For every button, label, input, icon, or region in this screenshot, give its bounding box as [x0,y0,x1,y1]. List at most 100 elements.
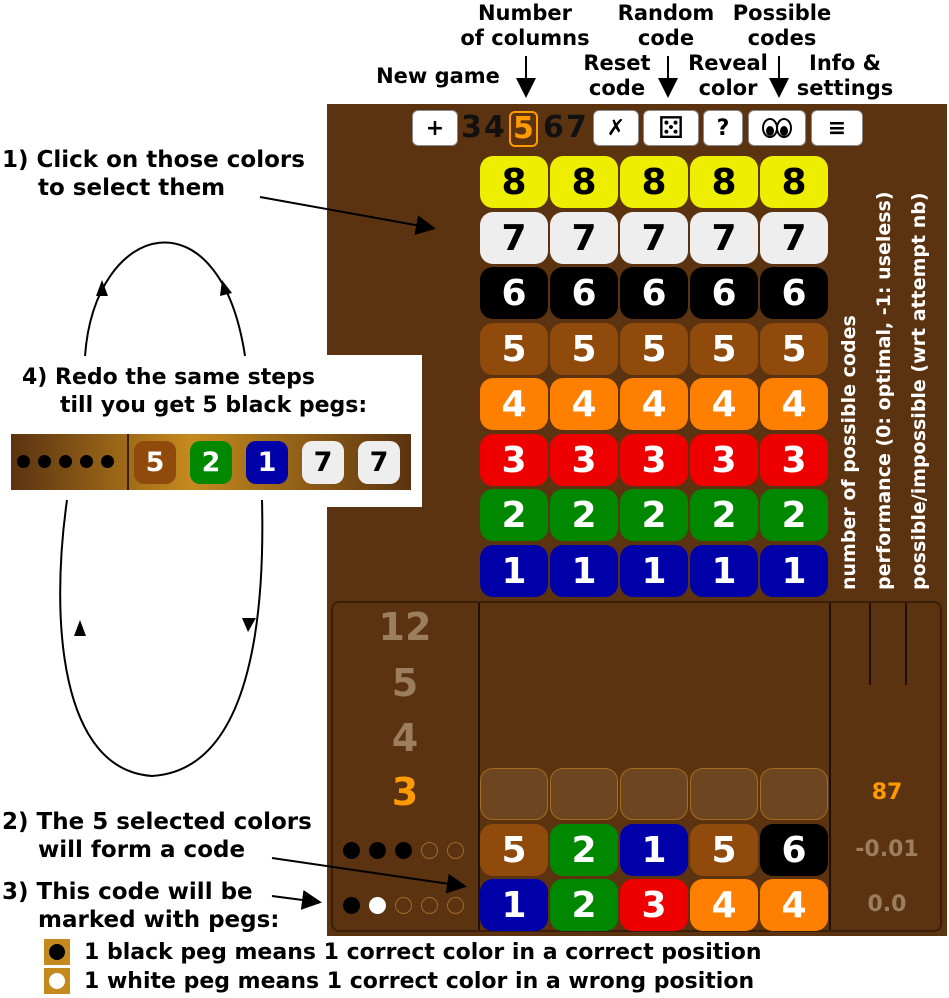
palette-color-2-col-2[interactable]: 2 [550,489,618,541]
current-code-slot-2[interactable] [550,768,618,820]
example-black-peg [80,455,93,468]
current-code-slot-4[interactable] [690,768,758,820]
eyes-icon [762,118,792,138]
column-count-6[interactable]: 6 [543,110,564,145]
palette-color-3-col-3[interactable]: 3 [620,434,688,486]
palette-color-5-col-2[interactable]: 5 [550,323,618,375]
palette-color-7-col-4[interactable]: 7 [690,212,758,264]
empty-peg [421,842,438,859]
black-peg [369,842,386,859]
palette-color-3-col-5[interactable]: 3 [760,434,828,486]
palette-color-2-col-4[interactable]: 2 [690,489,758,541]
indicator-line-perf [869,603,871,685]
current-code-slot-1[interactable] [480,768,548,820]
palette-color-5-col-4[interactable]: 5 [690,323,758,375]
new-game-button[interactable]: + [412,110,458,146]
empty-peg [447,842,464,859]
palette-color-6-col-3[interactable]: 6 [620,267,688,319]
palette-color-5-col-1[interactable]: 5 [480,323,548,375]
history-code-peg: 5 [480,824,548,876]
legend-black-text: 1 black peg means 1 correct color in a c… [84,940,762,965]
palette-color-7-col-5[interactable]: 7 [760,212,828,264]
palette-color-1-col-2[interactable]: 1 [550,545,618,597]
history-code-peg: 6 [760,824,828,876]
example-code-peg: 5 [134,441,176,484]
column-count-5-selected[interactable]: 5 [509,111,538,147]
example-black-peg [38,455,51,468]
current-code-slot-3[interactable] [620,768,688,820]
palette-color-6-col-2[interactable]: 6 [550,267,618,319]
example-code-peg: 7 [302,441,344,484]
legend-white-peg-icon [44,968,70,994]
palette-color-4-col-1[interactable]: 4 [480,378,548,430]
attempt-number-4: 4 [391,716,419,760]
palette-color-6-col-1[interactable]: 6 [480,267,548,319]
palette-color-8-col-5[interactable]: 8 [760,156,828,208]
palette-color-3-col-4[interactable]: 3 [690,434,758,486]
history-code-peg: 3 [620,879,688,931]
reset-code-button[interactable]: ✗ [593,110,639,146]
history-code-peg: 5 [690,824,758,876]
white-peg [369,897,386,914]
palette-color-4-col-2[interactable]: 4 [550,378,618,430]
empty-peg [447,897,464,914]
column-count-3[interactable]: 3 [461,110,482,145]
palette-color-6-col-5[interactable]: 6 [760,267,828,319]
current-code-slot-5[interactable] [760,768,828,820]
annotation-new-game: New game [376,64,500,88]
palette-color-4-col-3[interactable]: 4 [620,378,688,430]
performance-value: -0.01 [855,837,919,862]
palette-color-2-col-5[interactable]: 2 [760,489,828,541]
palette-color-1-col-5[interactable]: 1 [760,545,828,597]
palette-color-7-col-2[interactable]: 7 [550,212,618,264]
palette-color-5-col-5[interactable]: 5 [760,323,828,375]
attempt-number-5: 5 [391,661,419,705]
palette-color-3-col-2[interactable]: 3 [550,434,618,486]
palette-color-2-col-1[interactable]: 2 [480,489,548,541]
palette-color-1-col-4[interactable]: 1 [690,545,758,597]
empty-peg [395,897,412,914]
column-count-7[interactable]: 7 [566,110,587,145]
history-code-peg: 1 [480,879,548,931]
history-code-peg: 1 [620,824,688,876]
palette-color-8-col-1[interactable]: 8 [480,156,548,208]
random-code-dice-button[interactable]: ⚄ [643,110,699,146]
palette-color-5-col-3[interactable]: 5 [620,323,688,375]
annotation-info-settings: Info &settings [796,51,894,100]
palette-color-6-col-4[interactable]: 6 [690,267,758,319]
history-code-peg: 4 [760,879,828,931]
palette-color-3-col-1[interactable]: 3 [480,434,548,486]
legend-white-text: 1 white peg means 1 correct color in a w… [84,969,755,994]
palette-color-8-col-3[interactable]: 8 [620,156,688,208]
palette-color-7-col-3[interactable]: 7 [620,212,688,264]
palette-color-1-col-3[interactable]: 1 [620,545,688,597]
column-count-4[interactable]: 4 [484,110,505,145]
info-settings-menu-button[interactable]: ≡ [811,110,863,146]
history-code-peg: 2 [550,879,618,931]
palette-color-4-col-5[interactable]: 4 [760,378,828,430]
example-black-peg [59,455,72,468]
palette-color-4-col-4[interactable]: 4 [690,378,758,430]
attempt-number-12: 12 [378,605,432,649]
legend-black-peg-icon [44,939,70,965]
empty-peg [421,897,438,914]
palette-color-8-col-4[interactable]: 8 [690,156,758,208]
palette-color-7-col-1[interactable]: 7 [480,212,548,264]
attempt-number-3-current: 3 [391,770,419,814]
possible-codes-count: 87 [871,780,903,805]
palette-color-2-col-3[interactable]: 2 [620,489,688,541]
example-code-peg: 1 [246,441,288,484]
history-code-peg: 2 [550,824,618,876]
possible-codes-eyes-button[interactable] [748,110,806,146]
reveal-color-button[interactable]: ? [703,110,743,146]
palette-color-1-col-1[interactable]: 1 [480,545,548,597]
palette-color-8-col-2[interactable]: 8 [550,156,618,208]
indicator-line-possible [905,603,907,685]
